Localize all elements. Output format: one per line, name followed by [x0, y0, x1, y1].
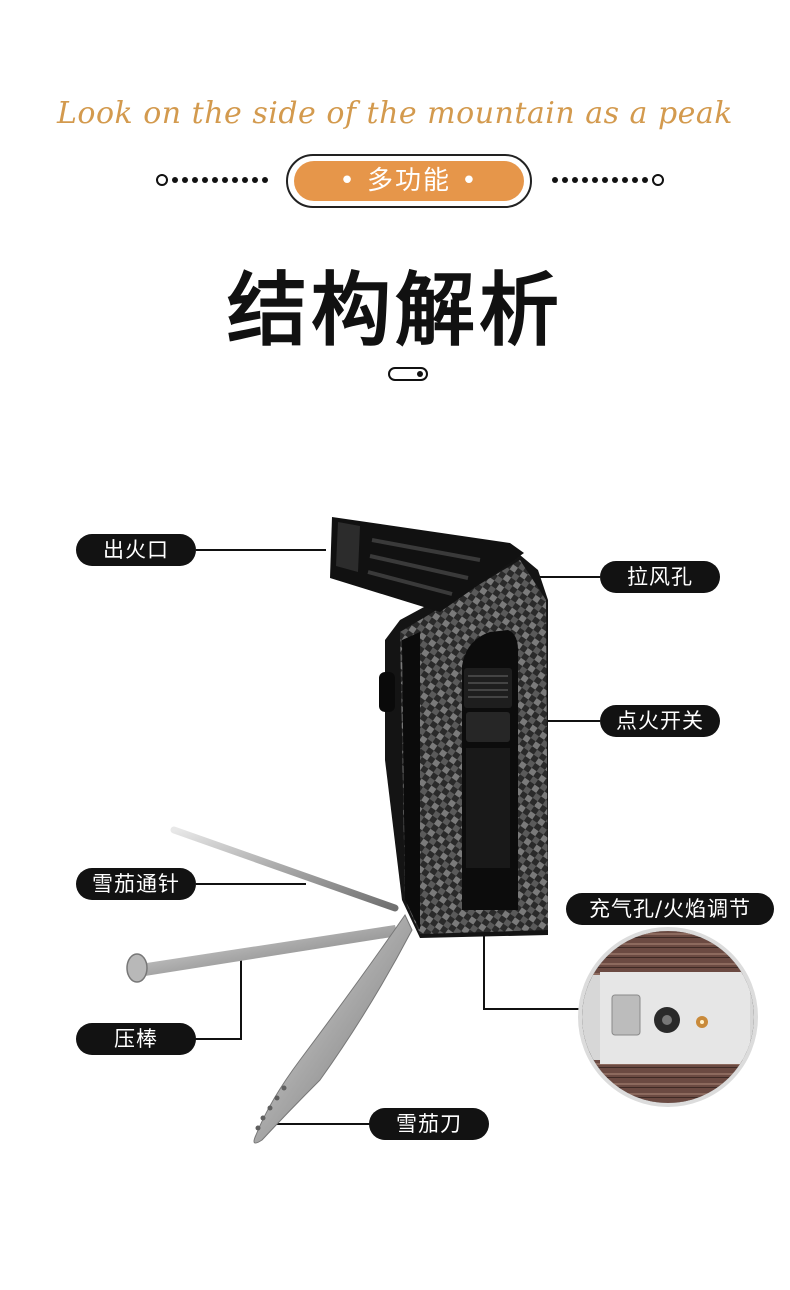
label-cigar-knife: 雪茄刀 — [369, 1108, 489, 1140]
page-title: 结构解析 — [227, 264, 563, 357]
section-tag: • 多功能 • — [286, 154, 532, 208]
cigar-needle-illustration — [170, 826, 399, 912]
tamper-illustration — [126, 925, 398, 983]
script-tagline: Look on the side of the mountain as a pe… — [56, 96, 733, 131]
label-flame-outlet: 出火口 — [76, 534, 196, 566]
refill-valve-zoom-illustration — [578, 927, 758, 1107]
lighter-body-illustration — [330, 517, 548, 938]
label-refill-valve: 充气孔/火焰调节 — [566, 893, 774, 925]
label-ignition-switch: 点火开关 — [600, 705, 720, 737]
cigar-knife-illustration — [253, 913, 413, 1144]
label-tamper: 压棒 — [76, 1023, 196, 1055]
toggle-icon — [388, 367, 428, 381]
right-dot-line — [552, 173, 664, 187]
label-air-hole: 拉风孔 — [600, 561, 720, 593]
label-cigar-needle: 雪茄通针 — [76, 868, 196, 900]
left-dot-line — [156, 173, 268, 187]
section-tag-label: • 多功能 • — [294, 161, 524, 201]
